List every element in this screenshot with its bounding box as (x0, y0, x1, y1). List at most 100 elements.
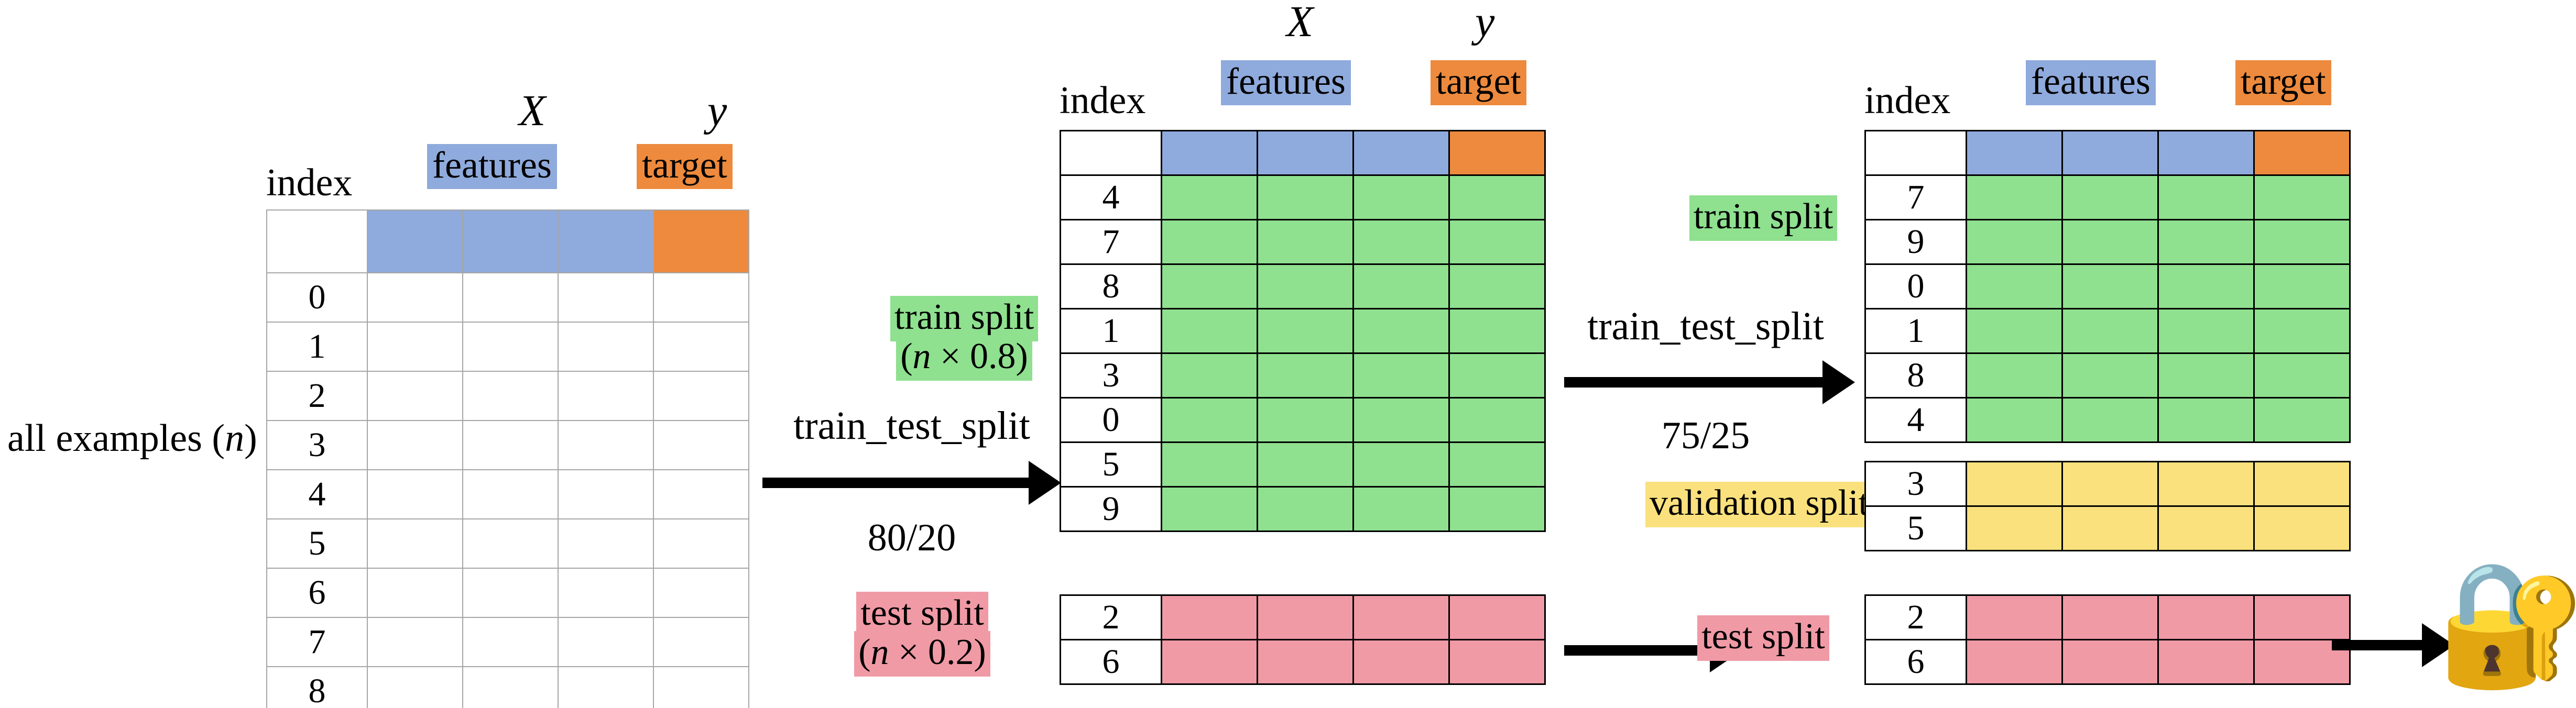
stage2-test-formula-post: × 0.2) (889, 632, 986, 673)
table-row: 2 (266, 371, 749, 421)
arrow2-shaft (1564, 377, 1822, 388)
row-feature-cell (2157, 505, 2255, 551)
row-feature-cell (462, 322, 559, 372)
table-row: 0 (1864, 263, 2351, 309)
table-header-row (1060, 130, 1546, 176)
table-row: 2 (1060, 594, 1546, 640)
stage2-train-formula-post: × 0.8) (931, 336, 1028, 377)
row-feature-cell (1966, 397, 2063, 443)
row-feature-cell (1161, 174, 1258, 220)
arrow1-head (1029, 461, 1061, 505)
stage2-test-badge-group: test split (n × 0.2) (836, 592, 1009, 677)
arrow2-ratio-label: 75/25 (1661, 414, 1750, 457)
stage2-train-badge-group: train split (n × 0.8) (849, 296, 1079, 381)
all-examples-label: all examples (n) (7, 419, 257, 458)
row-index-cell: 8 (1864, 352, 1967, 399)
row-feature-cell (462, 420, 559, 470)
row-target-cell (653, 420, 749, 470)
row-target-cell (653, 469, 749, 519)
stage2-test-badge: test split (856, 592, 988, 637)
row-target-cell (653, 617, 749, 667)
arrow1-shaft (762, 478, 1029, 488)
row-feature-cell (367, 469, 463, 519)
header-target-cell (1448, 130, 1546, 176)
table-row: 5 (1060, 441, 1546, 488)
arrow2 (1564, 360, 1855, 404)
row-feature-cell (462, 568, 559, 618)
row-feature-cell (1352, 639, 1450, 685)
row-index-cell: 3 (1864, 461, 1967, 507)
row-target-cell (1448, 486, 1546, 532)
row-feature-cell (1161, 639, 1258, 685)
row-index-cell: 6 (1864, 639, 1967, 685)
stage3-train-badge-group: train split (1677, 195, 1850, 241)
row-feature-cell (558, 568, 654, 618)
all-examples-prefix: all examples ( (7, 417, 225, 460)
row-index-cell: 2 (1864, 594, 1967, 640)
row-target-cell (653, 322, 749, 372)
table-row: 7 (1060, 219, 1546, 265)
table-row: 6 (1060, 639, 1546, 685)
row-target-cell (653, 272, 749, 323)
arrow3-shaft (1564, 645, 1710, 656)
header-feature-cell (1257, 130, 1354, 176)
row-feature-cell (1966, 461, 2063, 507)
stage2-target-chip: target (1431, 60, 1526, 105)
row-target-cell (2253, 639, 2351, 685)
row-feature-cell (558, 469, 654, 519)
row-feature-cell (1257, 308, 1354, 354)
row-target-cell (2253, 308, 2351, 354)
row-feature-cell (2061, 263, 2159, 309)
row-target-cell (1448, 441, 1546, 488)
table-row: 8 (1060, 263, 1546, 309)
row-feature-cell (1257, 174, 1354, 220)
table-row: 1 (266, 322, 749, 372)
row-index-cell: 9 (1060, 486, 1162, 532)
header-index-cell (1864, 130, 1967, 176)
row-feature-cell (1161, 308, 1258, 354)
row-feature-cell (2061, 352, 2159, 399)
row-feature-cell (1352, 263, 1450, 309)
row-feature-cell (2157, 352, 2255, 399)
row-feature-cell (2157, 219, 2255, 265)
row-target-cell (2253, 505, 2351, 551)
header-feature-cell (1352, 130, 1450, 176)
row-feature-cell (1161, 219, 1258, 265)
row-feature-cell (1161, 594, 1258, 640)
stage2-y-label: y (1475, 0, 1495, 46)
row-feature-cell (1161, 397, 1258, 443)
stage2-train-formula-pre: ( (900, 336, 913, 377)
header-target-cell (2253, 130, 2351, 176)
row-index-cell: 4 (1060, 174, 1162, 220)
row-feature-cell (1352, 174, 1450, 220)
row-target-cell (1448, 219, 1546, 265)
row-feature-cell (367, 617, 463, 667)
row-index-cell: 3 (1060, 352, 1162, 399)
row-feature-cell (2061, 639, 2159, 685)
row-feature-cell (1161, 441, 1258, 488)
arrow1-function-label: train_test_split (793, 404, 1030, 448)
row-feature-cell (462, 272, 559, 323)
row-feature-cell (1352, 486, 1450, 532)
row-feature-cell (1966, 505, 2063, 551)
stage1-X-label: X (519, 86, 546, 135)
arrow4 (2332, 623, 2454, 667)
row-index-cell: 1 (1864, 308, 1967, 354)
arrow4-head (2422, 623, 2454, 667)
row-target-cell (2253, 352, 2351, 399)
stage2-index-label: index (1060, 79, 1146, 122)
header-feature-cell (367, 209, 463, 273)
row-feature-cell (1966, 639, 2063, 685)
row-index-cell: 7 (1060, 219, 1162, 265)
header-feature-cell (1966, 130, 2063, 176)
row-feature-cell (1966, 352, 2063, 399)
row-index-cell: 0 (1864, 263, 1967, 309)
table-row: 6 (1864, 639, 2351, 685)
stage3-index-label: index (1864, 79, 1951, 122)
row-feature-cell (2157, 639, 2255, 685)
row-feature-cell (367, 666, 463, 708)
row-index-cell: 1 (266, 322, 368, 372)
table-row: 2 (1864, 594, 2351, 640)
